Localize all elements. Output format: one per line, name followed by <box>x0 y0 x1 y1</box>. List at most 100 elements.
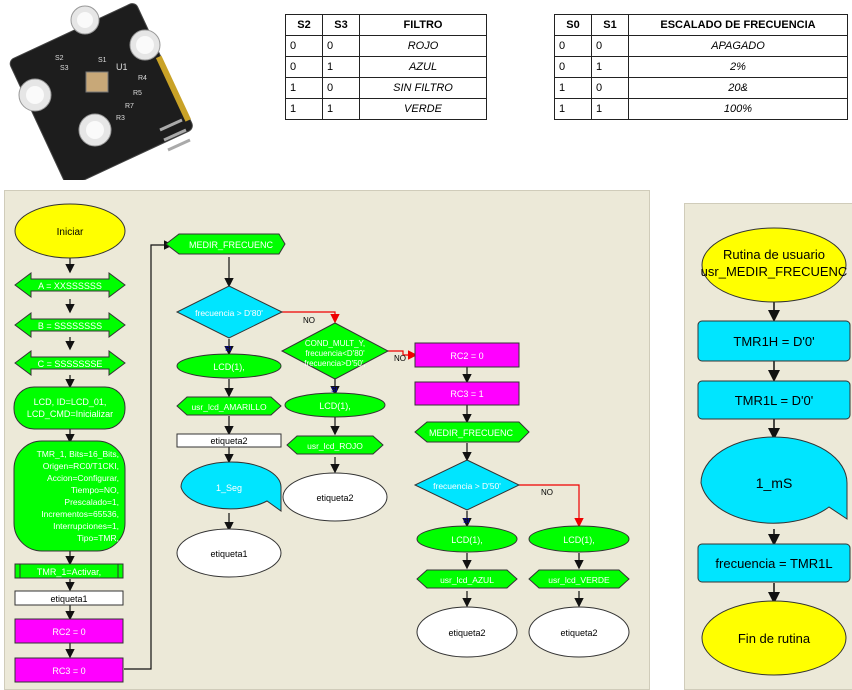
no-label: NO <box>394 354 406 363</box>
lcd-init <box>14 387 125 429</box>
call-medir-label: MEDIR_FRECUENC <box>189 240 274 250</box>
table-row: 0 1 AZUL <box>286 57 487 78</box>
rc3-right-label: RC3 = 1 <box>450 389 483 399</box>
rc2-label: RC2 = 0 <box>52 627 85 637</box>
table-row: 1 1 100% <box>555 99 848 120</box>
cell: 1 <box>323 99 360 120</box>
decision-freq-50-label: frecuencia > D'50' <box>433 481 501 491</box>
si-label: SI <box>225 346 232 353</box>
lcd-call-label: LCD(1), <box>319 401 351 411</box>
rc2-right-label: RC2 = 0 <box>450 351 483 361</box>
cond-mult-line2: frecuencia<D'80' <box>305 349 365 358</box>
cond-mult-line1: COND_MULT_Y, <box>305 339 365 348</box>
cell: 0 <box>323 36 360 57</box>
tmr-line: Tiempo=NO, <box>71 485 119 495</box>
routine-end-label: Fin de rutina <box>738 631 811 646</box>
filter-table: S2 S3 FILTRO 0 0 ROJO 0 1 AZUL 1 0 SIN F… <box>285 14 487 120</box>
header-s0: S0 <box>555 15 592 36</box>
usr-lcd-azul-label: usr_lcd_AZUL <box>440 575 494 585</box>
cell: 2% <box>629 57 848 78</box>
tmr1l-label: TMR1L = D'0' <box>735 393 814 408</box>
cell: 0 <box>592 78 629 99</box>
goto-etiqueta2-label: etiqueta2 <box>560 628 597 638</box>
tmr1h-label: TMR1H = D'0' <box>733 334 814 349</box>
cell: 0 <box>555 36 592 57</box>
main-flowchart-panel: Iniciar A = XXSSSSSS B = SSSSSSSS C = SS… <box>4 190 650 690</box>
rc3-label: RC3 = 0 <box>52 666 85 676</box>
routine-start-line2: usr_MEDIR_FRECUENC <box>701 264 848 279</box>
cell: 0 <box>592 36 629 57</box>
cell: 1 <box>286 99 323 120</box>
sensor-chip <box>86 72 108 92</box>
tmr-line: Tipo=TMR, <box>77 533 119 543</box>
pin <box>168 140 190 150</box>
silk-s3: S3 <box>60 65 69 72</box>
table-row: 0 0 ROJO <box>286 36 487 57</box>
cell: 100% <box>629 99 848 120</box>
delay-1-ms-label: 1_mS <box>756 475 793 491</box>
cond-mult-line3: frecuencia>D'50', <box>304 359 366 368</box>
tmr-line: Prescalado=1, <box>64 497 119 507</box>
lcd-init-line1: LCD, ID=LCD_01, <box>34 397 107 407</box>
led-top-left <box>71 6 99 34</box>
cell: VERDE <box>360 99 487 120</box>
led-bottom-right <box>79 114 111 146</box>
delay-1-seg-label: 1_Seg <box>216 483 242 493</box>
table-row: 1 0 SIN FILTRO <box>286 78 487 99</box>
table-row: 1 0 20& <box>555 78 848 99</box>
cell: 1 <box>286 78 323 99</box>
led-top-right <box>130 30 160 60</box>
cell: AZUL <box>360 57 487 78</box>
lcd-call-label: LCD(1), <box>563 535 595 545</box>
cell: 0 <box>286 57 323 78</box>
silk-r3: R3 <box>116 115 125 122</box>
cell: 1 <box>555 99 592 120</box>
silk-r5: R5 <box>133 90 142 97</box>
cell: 1 <box>555 78 592 99</box>
goto-etiqueta2-label: etiqueta2 <box>316 493 353 503</box>
lcd-call-label: LCD(1), <box>213 362 245 372</box>
call-medir-right-label: MEDIR_FRECUENC <box>429 428 514 438</box>
silk-s2: S2 <box>55 55 64 62</box>
header-escalado: ESCALADO DE FRECUENCIA <box>629 15 848 36</box>
cell: ROJO <box>360 36 487 57</box>
header-s3: S3 <box>323 15 360 36</box>
usr-lcd-amarillo-label: usr_lcd_AMARILLO <box>191 402 267 412</box>
cell: 0 <box>286 36 323 57</box>
assign-c-label: C = SSSSSSSE <box>38 359 103 369</box>
silk-s1: S1 <box>98 57 107 64</box>
assign-a-label: A = XXSSSSSS <box>38 281 102 291</box>
tmr-line: Accion=Configurar, <box>47 473 119 483</box>
usr-lcd-verde-label: usr_lcd_VERDE <box>548 575 610 585</box>
cell: 0 <box>555 57 592 78</box>
routine-flowchart-panel: Rutina de usuario usr_MEDIR_FRECUENC TMR… <box>684 203 852 690</box>
cell: 1 <box>592 57 629 78</box>
led-bottom-left <box>19 79 51 111</box>
label-etiqueta1-text: etiqueta1 <box>50 594 87 604</box>
routine-flowchart: Rutina de usuario usr_MEDIR_FRECUENC TMR… <box>685 204 852 689</box>
goto-etiqueta1-label: etiqueta1 <box>210 549 247 559</box>
no-label: NO <box>303 316 315 325</box>
cell: APAGADO <box>629 36 848 57</box>
goto-etiqueta2-label: etiqueta2 <box>448 628 485 638</box>
start-label: Iniciar <box>57 227 84 238</box>
cell: 0 <box>323 78 360 99</box>
table-row: 0 1 2% <box>555 57 848 78</box>
label-etiqueta2-text: etiqueta2 <box>210 436 247 446</box>
assign-b-label: B = SSSSSSSS <box>38 321 102 331</box>
usr-lcd-rojo-label: usr_lcd_ROJO <box>307 441 363 451</box>
color-sensor-module-image: U1 S2 S3 S1 R4 R5 R7 R3 <box>0 0 200 180</box>
cell: 1 <box>592 99 629 120</box>
routine-start-line1: Rutina de usuario <box>723 247 825 262</box>
silk-r7: R7 <box>125 103 134 110</box>
header-filtro: FILTRO <box>360 15 487 36</box>
decision-freq-80-label: frecuencia > D'80' <box>195 308 263 318</box>
silk-u1: U1 <box>116 62 128 72</box>
tmr-line: Interrupciones=1, <box>53 521 119 531</box>
cell: 20& <box>629 78 848 99</box>
tmr-line: Origen=RC0/T1CKI, <box>43 461 119 471</box>
tmr-line: Incrementos=65536, <box>41 509 119 519</box>
main-flowchart: Iniciar A = XXSSSSSS B = SSSSSSSS C = SS… <box>5 191 649 689</box>
silk-r4: R4 <box>138 75 147 82</box>
tmr-line: TMR_1, Bits=16_Bits, <box>37 449 119 459</box>
